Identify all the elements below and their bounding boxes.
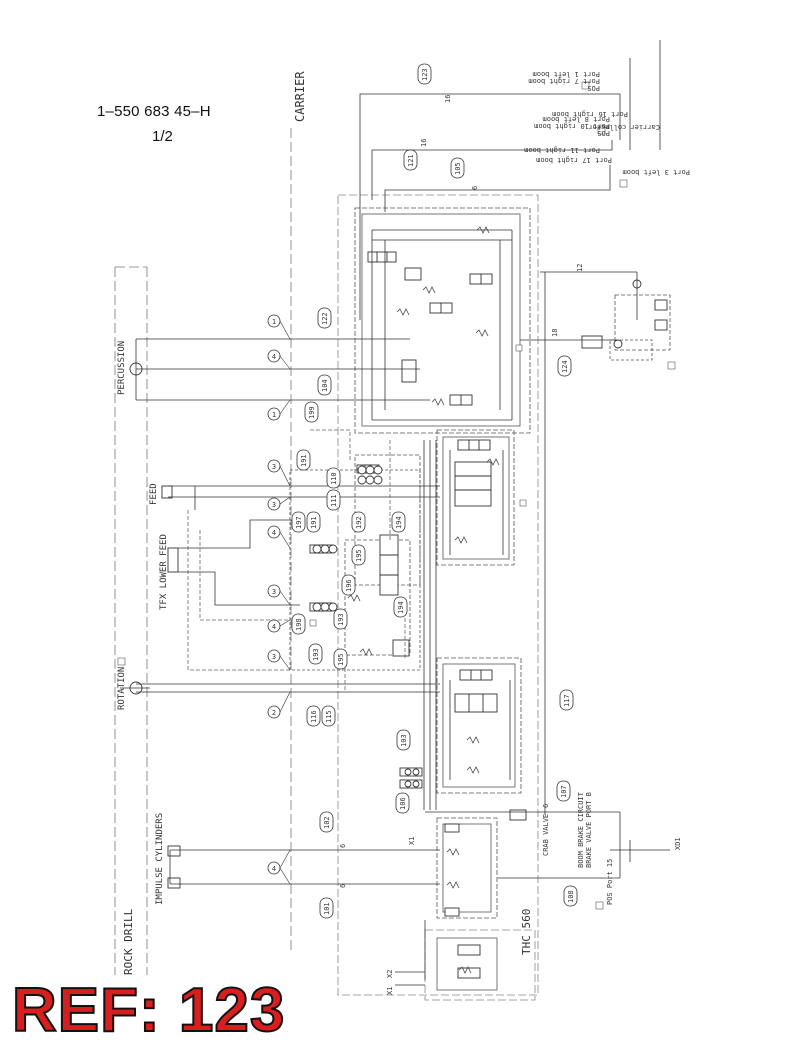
section-carrier-label: CARRIER [293,71,307,122]
port-marker-3d: 3 [272,653,276,661]
x1-lower-label: X1 [386,987,394,995]
port-marker-1b: 1 [272,411,276,419]
line-193a: 193 [337,613,345,626]
feed-label: FEED [149,483,159,505]
line-197: 197 [295,516,303,529]
port-marker-lines [279,320,291,885]
pipe-size-6b: 6 [339,844,347,848]
pipe-size-12: 12 [576,264,584,272]
port-marker-4a: 4 [272,353,276,361]
port-7-right-boom: Port 7 right boom [528,77,600,85]
pipe-size-6a: 6 [471,186,479,190]
line-108: 108 [567,890,575,903]
pipe-size-16a: 16 [444,95,452,103]
x2-label: X2 [386,970,394,978]
x1-upper-label: X1 [408,837,416,845]
line-111: 111 [330,494,338,507]
pipe-size-18: 18 [551,329,559,337]
impulse-cylinders-label: IMPULSE CYLINDERS [155,813,165,905]
line-124: 124 [561,360,569,373]
line-101: 101 [323,902,331,915]
carrier-collector-label: Carrier collector [588,123,660,131]
port-16-right-boom: Port 16 right boom [552,110,628,118]
port-marker-3b: 3 [272,501,276,509]
xd1-label: XD1 [674,837,682,850]
rotation-label: ROTATION [117,667,127,710]
valve-spools [161,251,668,979]
pipe-size-6c: 6 [339,884,347,888]
port-17-right-boom: Port 17 right boom [536,156,612,164]
square-markers [117,81,676,910]
percussion-label: PERCUSSION [117,341,127,395]
line-103: 103 [400,734,408,747]
line-191a: 191 [300,454,308,467]
boom-brake-label: BOOM BRAKE CIRCUIT [577,791,585,868]
pipe-size-6d: 6 [542,804,550,808]
hydraulic-lines [120,93,670,986]
pos-label-2: POS [597,129,610,137]
port-8-left-boom: Port 8 left boom [543,115,610,123]
line-116: 116 [310,710,318,723]
port-marker-labels: 1 4 1 3 3 4 3 4 3 2 4 [272,318,276,873]
line-123: 123 [421,68,429,81]
port-3-left-boom: Port 3 left boom [623,168,690,176]
line-194b: 194 [397,601,405,614]
crab-valve-label: CRAB VALVE [542,814,550,856]
section-rock-drill-label: ROCK DRILL [122,908,135,975]
line-117: 117 [563,694,571,707]
ref-stamp: REF: 123 [11,976,286,1045]
line-107: 107 [560,785,568,798]
section-thc-label: THC 560 [520,909,533,955]
line-121: 121 [407,154,415,167]
port-marker-3c: 3 [272,588,276,596]
line-198: 198 [295,618,303,631]
line-122: 122 [321,312,329,325]
port-11-right-boom: Port 11 right boom [524,146,600,154]
line-105: 105 [454,162,462,175]
line-191b: 191 [310,516,318,529]
port-10-right-boom: Port 10 right boom [534,122,610,130]
port-marker-circles [267,314,281,875]
port-marker-2: 2 [272,709,276,717]
line-number-ovals [291,63,578,919]
line-115: 115 [325,710,333,723]
line-194a: 194 [395,516,403,529]
line-number-labels: 123 121 105 122 104 199 124 191 110 111 … [295,68,575,915]
port-1-left-boom: Port 1 left boom [533,70,600,78]
port-marker-4b: 4 [272,529,276,537]
pos-label-1: POS [587,84,600,92]
port-marker-4c: 4 [272,623,276,631]
line-106: 106 [399,797,407,810]
boundary-lines [114,128,292,975]
thc-lower-box [424,929,536,1001]
sheet-number: 1/2 [152,128,173,145]
line-195b: 195 [337,653,345,666]
line-196: 196 [345,579,353,592]
document-number: 1–550 683 45–H [97,103,211,120]
port-marker-1a: 1 [272,318,276,326]
line-110: 110 [330,472,338,485]
port-marker-3a: 3 [272,463,276,471]
line-199: 199 [308,406,316,419]
tfx-lower-feed-label: TFX LOWER FEED [159,534,169,610]
pos-port-15-label: POS Port 15 [606,859,614,905]
line-104: 104 [321,379,329,392]
thc-outer-box [337,194,539,996]
line-195a: 195 [355,549,363,562]
relief-valves [347,226,500,974]
line-192: 192 [355,516,363,529]
pipe-size-16b: 16 [420,139,428,147]
line-102: 102 [323,816,331,829]
pipe-size-labels: 16 16 6 12 18 6 6 6 [339,95,584,888]
line-193b: 193 [312,648,320,661]
port-marker-4d: 4 [272,865,276,873]
brake-valve-label: BRAKE VALVE PORT B [585,792,593,868]
